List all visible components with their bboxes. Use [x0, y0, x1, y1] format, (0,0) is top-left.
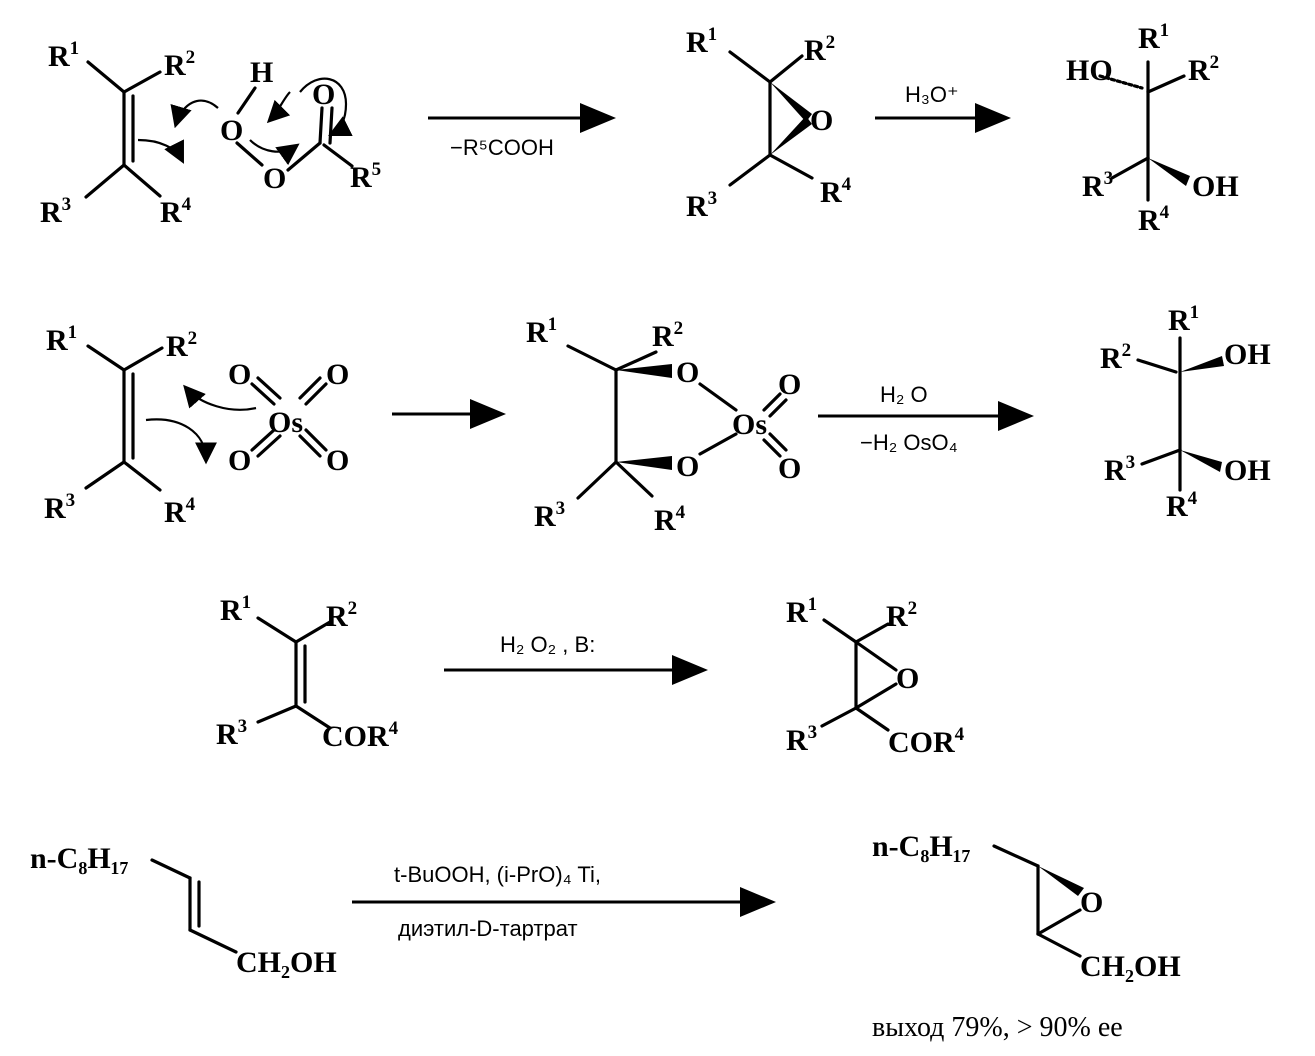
svg-text:выход 79%, > 90% ее: выход 79%, > 90% ее — [872, 1012, 1123, 1043]
reaction-1-arrow: −R⁵COOH — [428, 103, 616, 160]
svg-text:COR4: COR4 — [322, 718, 399, 753]
svg-text:Os: Os — [268, 406, 303, 439]
svg-text:R1: R1 — [786, 594, 817, 629]
svg-text:R3: R3 — [216, 716, 247, 751]
svg-text:R1: R1 — [526, 314, 557, 349]
svg-text:R4: R4 — [820, 174, 852, 209]
svg-text:t-BuOOH, (i-PrO)₄ Ti,: t-BuOOH, (i-PrO)₄ Ti, — [394, 862, 601, 887]
svg-text:HO: HO — [1066, 54, 1113, 87]
svg-text:R3: R3 — [1082, 168, 1113, 203]
svg-text:O: O — [896, 662, 919, 695]
svg-text:R3: R3 — [786, 722, 817, 757]
svg-text:R3: R3 — [1104, 452, 1135, 487]
svg-text:O: O — [220, 114, 243, 147]
svg-text:R1: R1 — [1138, 20, 1169, 55]
svg-text:R4: R4 — [1166, 488, 1198, 523]
svg-text:O: O — [778, 368, 801, 401]
svg-text:R1: R1 — [48, 38, 79, 73]
svg-text:R2: R2 — [164, 47, 195, 82]
reaction-4-yield: выход 79%, > 90% ее — [872, 1012, 1123, 1043]
svg-text:R3: R3 — [44, 490, 75, 525]
reaction-3-epoxide: O R1 R2 R3 COR4 — [786, 594, 965, 759]
svg-text:O: O — [326, 444, 349, 477]
svg-text:H₂ O₂ , B:: H₂ O₂ , B: — [500, 632, 595, 657]
reaction-1-diol: R1 HO R2 R3 OH R4 — [1066, 20, 1239, 237]
svg-text:R4: R4 — [160, 194, 192, 229]
reaction-2-arrow-2: H₂ O −H₂ OsO₄ — [818, 382, 1034, 455]
svg-text:R2: R2 — [652, 318, 683, 353]
reaction-2-reactant: R1 R2 R3 R4 Os O O O O — [44, 322, 349, 529]
svg-text:O: O — [312, 78, 335, 111]
reaction-3-arrow: H₂ O₂ , B: — [444, 632, 708, 685]
svg-text:R1: R1 — [220, 592, 251, 627]
svg-text:R2: R2 — [886, 598, 917, 633]
svg-text:R3: R3 — [40, 194, 71, 229]
svg-text:R4: R4 — [1138, 202, 1170, 237]
svg-text:OH: OH — [1192, 170, 1239, 203]
svg-text:R2: R2 — [804, 32, 835, 67]
svg-text:диэтил-D-тартрат: диэтил-D-тартрат — [398, 916, 578, 941]
svg-text:CH₂OH: CH₂OH — [236, 946, 337, 979]
svg-text:R2: R2 — [1188, 52, 1219, 87]
svg-text:n-C₈H₁₇: n-C₈H₁₇ — [30, 842, 129, 875]
svg-text:−H₂ OsO₄: −H₂ OsO₄ — [860, 430, 958, 455]
svg-text:COR4: COR4 — [888, 724, 965, 759]
svg-text:R4: R4 — [164, 494, 196, 529]
svg-text:Os: Os — [732, 408, 767, 441]
svg-text:n-C₈H₁₇: n-C₈H₁₇ — [872, 830, 971, 863]
svg-text:O: O — [810, 104, 833, 137]
svg-text:R2: R2 — [326, 598, 357, 633]
svg-text:O: O — [326, 358, 349, 391]
svg-text:O: O — [228, 444, 251, 477]
svg-text:OH: OH — [1224, 338, 1271, 371]
reaction-4-epoxy-alcohol: n-C₈H₁₇ O CH₂OH — [872, 830, 1181, 983]
svg-text:H: H — [250, 56, 273, 89]
svg-text:OH: OH — [1224, 454, 1271, 487]
reaction-2-diol: R1 R2 OH R3 OH R4 — [1100, 302, 1271, 523]
svg-text:R2: R2 — [1100, 340, 1131, 375]
reaction-4-arrow: t-BuOOH, (i-PrO)₄ Ti, диэтил-D-тартрат — [352, 862, 776, 941]
svg-text:R4: R4 — [654, 502, 686, 537]
reaction-1-reactant: R1 R2 R3 R4 H O O O R5 — [40, 38, 381, 229]
svg-text:O: O — [778, 452, 801, 485]
svg-text:CH₂OH: CH₂OH — [1080, 950, 1181, 983]
reaction-4-reactant: n-C₈H₁₇ CH₂OH — [30, 842, 337, 979]
svg-text:O: O — [676, 450, 699, 483]
reaction-1-hydrolysis-arrow: H₃O⁺ — [875, 82, 1011, 133]
svg-text:R1: R1 — [1168, 302, 1199, 337]
svg-text:R3: R3 — [686, 188, 717, 223]
svg-text:O: O — [1080, 886, 1103, 919]
svg-text:H₃O⁺: H₃O⁺ — [905, 82, 959, 107]
svg-text:−R⁵COOH: −R⁵COOH — [450, 135, 554, 160]
svg-text:R3: R3 — [534, 498, 565, 533]
reaction-2-osmate-ester: O O Os O O R1 R2 R3 R4 — [526, 314, 801, 537]
svg-text:R2: R2 — [166, 328, 197, 363]
svg-text:R1: R1 — [686, 24, 717, 59]
svg-text:O: O — [228, 358, 251, 391]
svg-text:H₂ O: H₂ O — [880, 382, 928, 407]
svg-text:O: O — [263, 162, 286, 195]
reaction-1-epoxide: O R1 R2 R3 R4 — [686, 24, 852, 223]
svg-text:R1: R1 — [46, 322, 77, 357]
svg-text:R5: R5 — [350, 159, 381, 194]
svg-text:O: O — [676, 356, 699, 389]
reaction-3-reactant: R1 R2 R3 COR4 — [216, 592, 399, 753]
